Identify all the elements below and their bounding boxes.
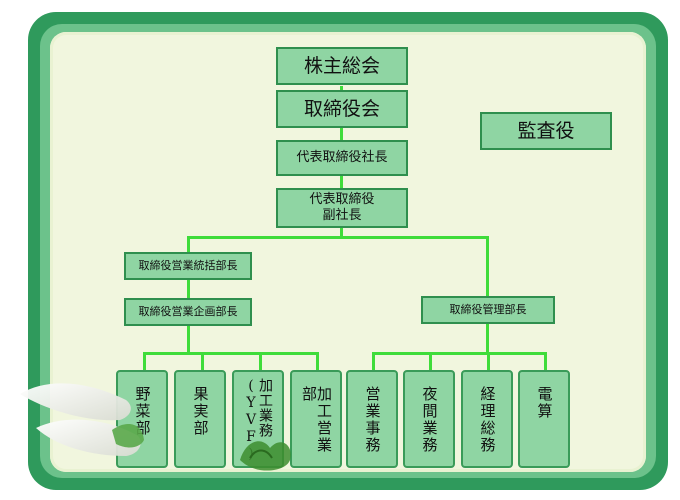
dept-label: 加工業務 (YVF) <box>243 378 273 463</box>
president-box: 代表取締役社長 <box>276 140 408 176</box>
admin-manager-box: 取締役管理部長 <box>421 296 555 324</box>
dept-sales-admin: 営業事務 <box>346 370 398 468</box>
daikon-illustration <box>20 383 144 456</box>
connector-dept-1 <box>143 352 146 372</box>
dept-computing: 電算 <box>518 370 570 468</box>
connector-dept-8 <box>544 352 547 372</box>
dept-label: 果実部 <box>191 386 210 437</box>
connector-dept-5 <box>372 352 375 372</box>
board-of-directors-box: 取締役会 <box>276 90 408 128</box>
sales-planning-manager-box: 取締役営業企画部長 <box>124 298 252 326</box>
daikon-leaves-illustration <box>240 441 291 471</box>
connector-dept-7 <box>487 352 490 372</box>
dept-fruits: 果実部 <box>174 370 226 468</box>
connector-dept-2 <box>201 352 204 372</box>
connector-horizontal-level1 <box>187 236 488 239</box>
dept-label: 電算 <box>535 386 554 420</box>
dept-night-ops: 夜間業務 <box>403 370 455 468</box>
dept-label: 夜間業務 <box>420 386 439 454</box>
sales-general-manager-box: 取締役営業統括部長 <box>124 252 252 280</box>
dept-label: 経理総務 <box>478 386 497 454</box>
shareholders-meeting-box: 株主総会 <box>276 47 408 85</box>
dept-label: 加工営業部 <box>300 386 333 454</box>
auditor-box: 監査役 <box>480 112 612 150</box>
dept-label: 営業事務 <box>363 386 382 454</box>
connector-dept-3 <box>259 352 262 372</box>
connector-right-branch <box>486 236 489 352</box>
connector-horizontal-right-depts <box>372 352 545 355</box>
connector-horizontal-left-depts <box>143 352 319 355</box>
connector-left-managers <box>187 280 190 298</box>
connector-dept-4 <box>316 352 319 372</box>
dept-processing-sales: 加工営業部 <box>290 370 342 468</box>
connector-dept-6 <box>429 352 432 372</box>
dept-accounting-general: 経理総務 <box>461 370 513 468</box>
dept-label: 野菜部 <box>133 386 152 437</box>
vice-president-box: 代表取締役 副社長 <box>276 188 408 228</box>
